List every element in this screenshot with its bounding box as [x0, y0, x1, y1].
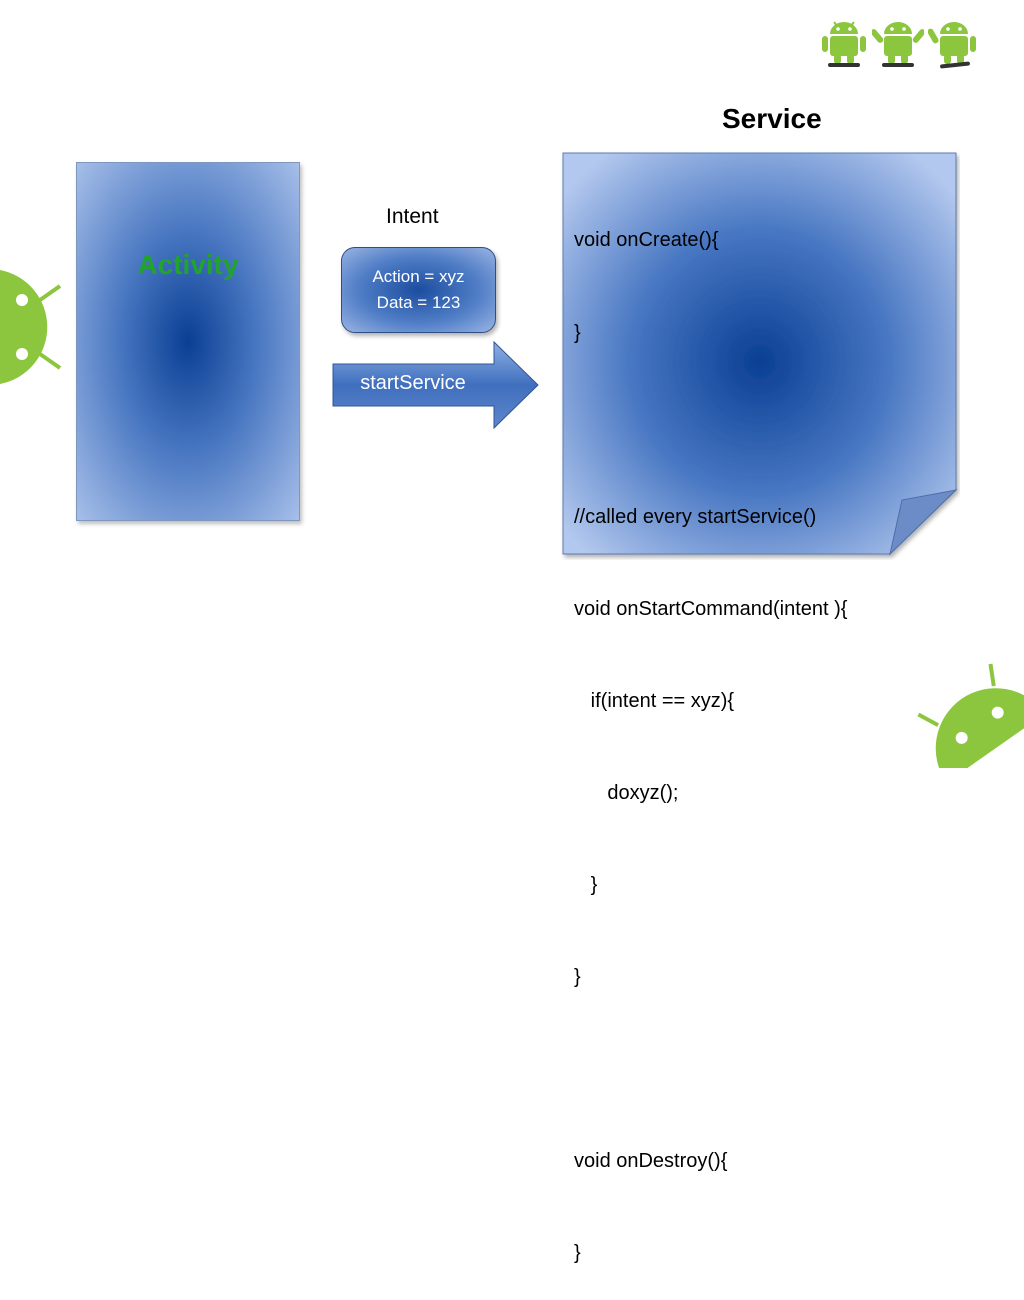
intent-action-line: Action = xyz	[372, 267, 465, 286]
code-line	[574, 1054, 847, 1085]
code-line: }	[574, 966, 581, 989]
activity-box: Activity	[76, 162, 300, 521]
service-code: void onCreate(){ } //called every startS…	[574, 164, 847, 1300]
code-line: }	[574, 1242, 581, 1265]
activity-label: Activity	[137, 249, 239, 280]
code-line: void onDestroy(){	[574, 1150, 728, 1173]
service-title: Service	[722, 103, 822, 134]
android-skateboard-icon	[872, 22, 924, 67]
service-page-shape	[562, 152, 958, 556]
code-line: void onStartCommand(intent ){	[574, 597, 848, 620]
code-line: doxyz();	[574, 781, 679, 804]
code-line: void onCreate(){	[574, 229, 719, 252]
code-line	[574, 410, 847, 441]
android-skateboard-icon	[822, 21, 866, 67]
intent-data-line: Data = 123	[376, 293, 461, 312]
intent-title: Intent	[386, 205, 439, 228]
android-head-icon	[0, 270, 62, 384]
intent-box: Action = xyz Data = 123	[341, 247, 496, 333]
android-skateboard-icon	[928, 22, 976, 69]
code-line: //called every startService()	[574, 505, 817, 528]
arrow-label: startService	[360, 372, 466, 394]
code-line: }	[574, 321, 581, 344]
android-head-icon	[917, 663, 1024, 768]
code-line: }	[574, 874, 598, 897]
code-line: if(intent == xyz){	[574, 689, 735, 712]
start-service-arrow	[332, 340, 539, 430]
